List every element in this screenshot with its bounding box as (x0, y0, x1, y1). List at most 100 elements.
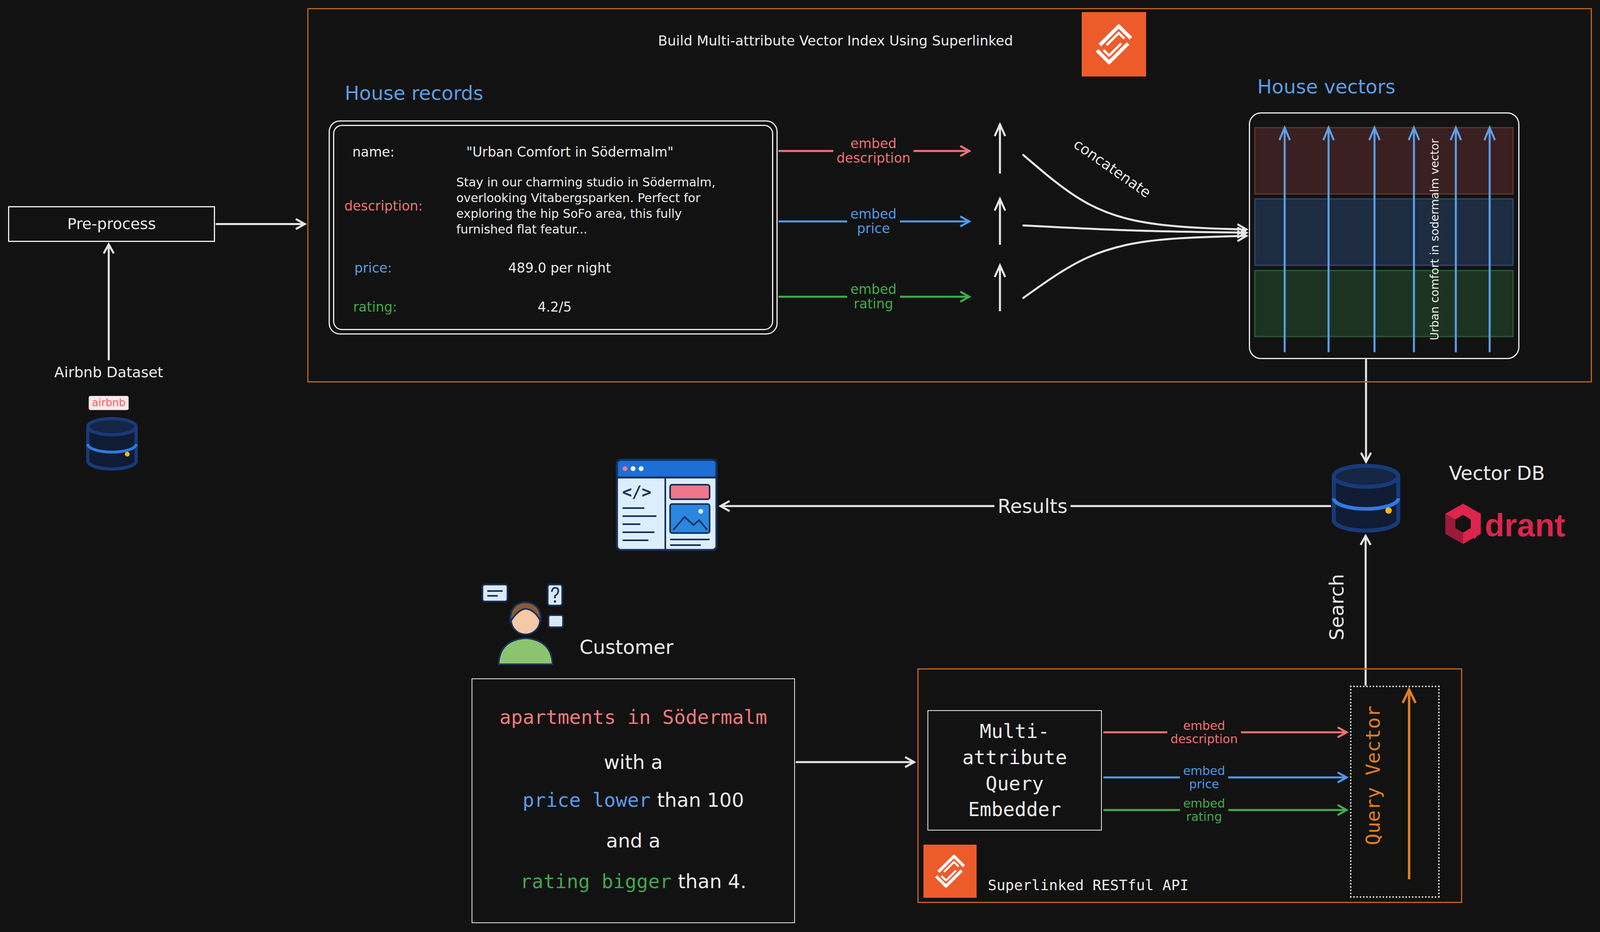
question-dot (553, 600, 557, 603)
rating-band (1254, 270, 1514, 337)
connector-line (796, 761, 915, 764)
edge-label: embed description (833, 135, 914, 167)
text-row: and a (472, 829, 795, 853)
pipeline-panel: Build Multi-attribute Vector Index Using… (307, 8, 1592, 383)
database-node: Vector DB (1331, 464, 1401, 533)
vector-caption: Query Vector (1361, 705, 1385, 846)
field-value: 489.0 per night (508, 260, 611, 277)
edge-label: Search (1325, 571, 1349, 644)
window-image (670, 504, 710, 534)
logo-mark (935, 856, 964, 887)
superlinked-logo (923, 844, 977, 899)
logo-tile (1081, 12, 1147, 77)
db-band (87, 444, 137, 453)
window-dot (630, 466, 636, 472)
db-top (1333, 465, 1399, 487)
question-bubble (547, 584, 563, 606)
process-box: Pre-process (8, 206, 216, 243)
db-dot (124, 451, 130, 457)
field-name: name: (352, 144, 395, 161)
connector (1366, 360, 1367, 462)
query-vector-arrow (1402, 689, 1416, 880)
person-body (498, 638, 553, 665)
process-label: Multi- attribute Query Embedder (935, 718, 1094, 823)
edge-label: embed price (847, 206, 901, 238)
brand-logo: drant (1484, 506, 1566, 545)
window-divider (664, 477, 667, 551)
superlinked-logo (1081, 12, 1147, 77)
vector-arrow (994, 265, 1006, 312)
query-text: than 100 (656, 788, 744, 813)
customer-icon (482, 584, 564, 665)
logo-mark (1097, 26, 1131, 63)
vector-bands (1254, 127, 1514, 353)
field-name: rating: (353, 299, 398, 316)
text-row: apartments in Södermalm (472, 705, 795, 730)
doc-bubble (548, 615, 564, 628)
web-page-icon (616, 459, 717, 551)
db-dot (1385, 507, 1392, 514)
edge-label: embed description (1167, 718, 1242, 747)
database-node: Airbnb Dataset (44, 360, 174, 472)
database-label: Vector DB (1448, 461, 1545, 486)
window-bar (616, 459, 717, 478)
field-value: "Urban Comfort in Södermalm" (466, 144, 674, 161)
database-label: Airbnb Dataset (54, 363, 164, 381)
edge-label: embed rating (847, 281, 901, 313)
description-band (1254, 127, 1514, 195)
vector-box: House vectorsUrban comfort in sodermalm … (1248, 112, 1520, 360)
query-vector-box: Query Vector (1349, 685, 1440, 899)
window-dot (638, 466, 644, 472)
logo-mark (1103, 33, 1125, 56)
price-band (1254, 198, 1514, 266)
field-name: price: (354, 260, 392, 277)
question-mark (551, 587, 559, 599)
bubble-lines (487, 591, 503, 597)
section-heading: House vectors (1257, 75, 1396, 99)
edge-label: embed price (1179, 763, 1229, 792)
query-term: price lower (522, 788, 651, 813)
logo-tail (1467, 529, 1476, 539)
panel-title: Build Multi-attribute Vector Index Using… (658, 32, 1013, 50)
window-dot (622, 466, 628, 472)
speech-bubble (482, 584, 508, 602)
connector-line (1365, 360, 1368, 462)
edge-label: embed rating (1179, 796, 1229, 825)
db-top (87, 418, 137, 435)
query-text: and a (606, 829, 661, 853)
connector-line (1023, 235, 1247, 299)
query-term: rating bigger (520, 870, 672, 894)
process-label: Pre-process (67, 215, 156, 234)
image-mountain (673, 517, 708, 530)
logo-mark (941, 862, 959, 881)
qdrant-logo (1445, 503, 1481, 545)
connector-line (1364, 536, 1367, 686)
actor-label: Customer (579, 635, 674, 660)
vector-arrows (1279, 127, 1495, 353)
image-sun (698, 509, 704, 514)
database-icon (87, 418, 137, 470)
connector (1365, 536, 1367, 686)
section-heading: House records (344, 81, 484, 106)
query-term: apartments in Södermalm (499, 705, 768, 730)
query-text: than 4. (677, 870, 747, 894)
field-value: 4.2/5 (537, 299, 572, 316)
logo-tile (923, 844, 977, 899)
web-page-node: </> (616, 459, 718, 551)
code-glyph: </> (622, 482, 652, 502)
annotation: concatenate (1070, 135, 1155, 202)
database-icon (1333, 465, 1399, 531)
window-block (670, 484, 710, 500)
record-box: House recordsname:"Urban Comfort in Söde… (328, 120, 778, 335)
connector (216, 223, 305, 225)
panel-title: Superlinked RESTful API (987, 876, 1189, 895)
connector (796, 762, 915, 763)
vector-arrow (994, 124, 1006, 174)
field-name: description: (344, 198, 423, 215)
edge-label: Results (994, 494, 1071, 518)
text-row: price lowerthan 100 (472, 788, 795, 813)
code-lines (622, 508, 710, 546)
